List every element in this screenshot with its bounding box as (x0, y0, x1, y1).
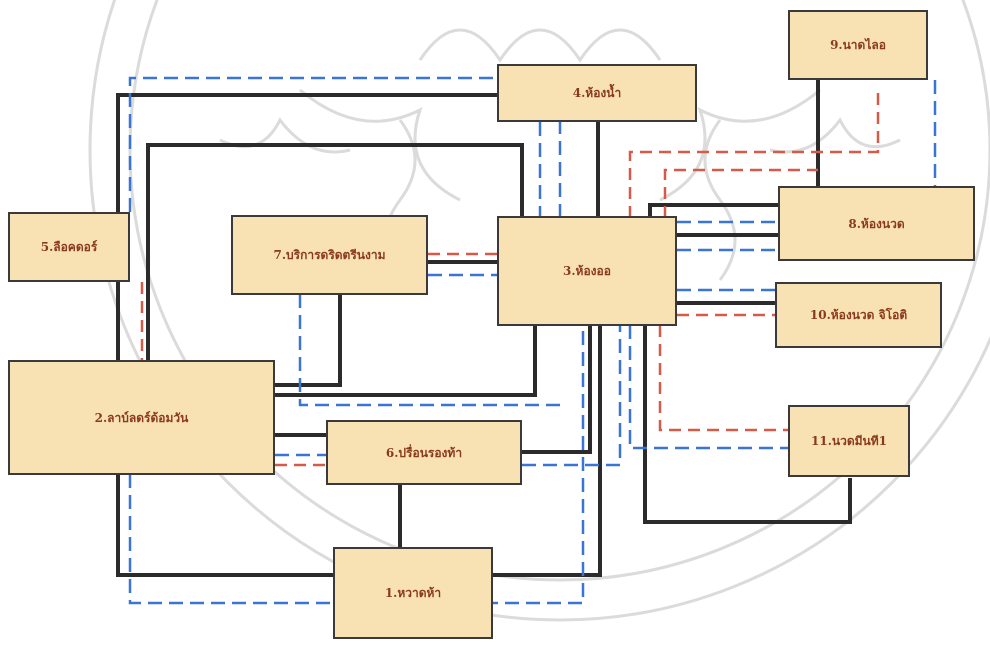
node-8-label: 8.ห้องนวด (848, 215, 904, 233)
node-9: 9.นาดไลอ (788, 10, 928, 80)
node-6-label: 6.ปรื่อนรองท้า (386, 444, 462, 462)
red-link-3-11 (660, 325, 788, 430)
node-10-label: 10.ห้องนวด จิโอติ (810, 306, 907, 324)
solid-links (118, 80, 850, 575)
link-6-to-3 (522, 325, 590, 452)
node-3: 3.ห้องออ (497, 216, 677, 326)
node-3-label: 3.ห้องออ (563, 262, 611, 280)
node-8: 8.ห้องนวด (778, 186, 975, 261)
node-4-label: 4.ห้องน้ำ (573, 84, 621, 102)
link-5-to-4 (118, 95, 500, 212)
node-9-label: 9.นาดไลอ (830, 36, 886, 54)
node-4: 4.ห้องน้ำ (497, 64, 697, 122)
link-2-to-1 (118, 474, 333, 575)
node-11-label: 11.นวดมีนที1 (811, 432, 887, 450)
node-7-label: 7.บริการดริดตรีนงาม (273, 246, 385, 264)
node-6: 6.ปรื่อนรองท้า (326, 420, 522, 485)
blue-link-5-4 (130, 78, 540, 218)
node-5-label: 5.ลือคดอร์ (41, 238, 98, 256)
node-7: 7.บริการดริดตรีนงาม (231, 215, 428, 295)
node-5: 5.ลือคดอร์ (8, 212, 130, 282)
node-11: 11.นวดมีนที1 (788, 405, 910, 477)
link-2-to-7 (275, 294, 340, 385)
node-2: 2.ลาบ์ลดร์ด้อมวัน (8, 360, 275, 475)
node-1-label: 1.หวาดห้า (385, 584, 441, 602)
node-2-label: 2.ลาบ์ลดร์ด้อมวัน (95, 409, 189, 427)
node-1: 1.หวาดห้า (333, 547, 493, 639)
node-10: 10.ห้องนวด จิโอติ (775, 282, 942, 348)
